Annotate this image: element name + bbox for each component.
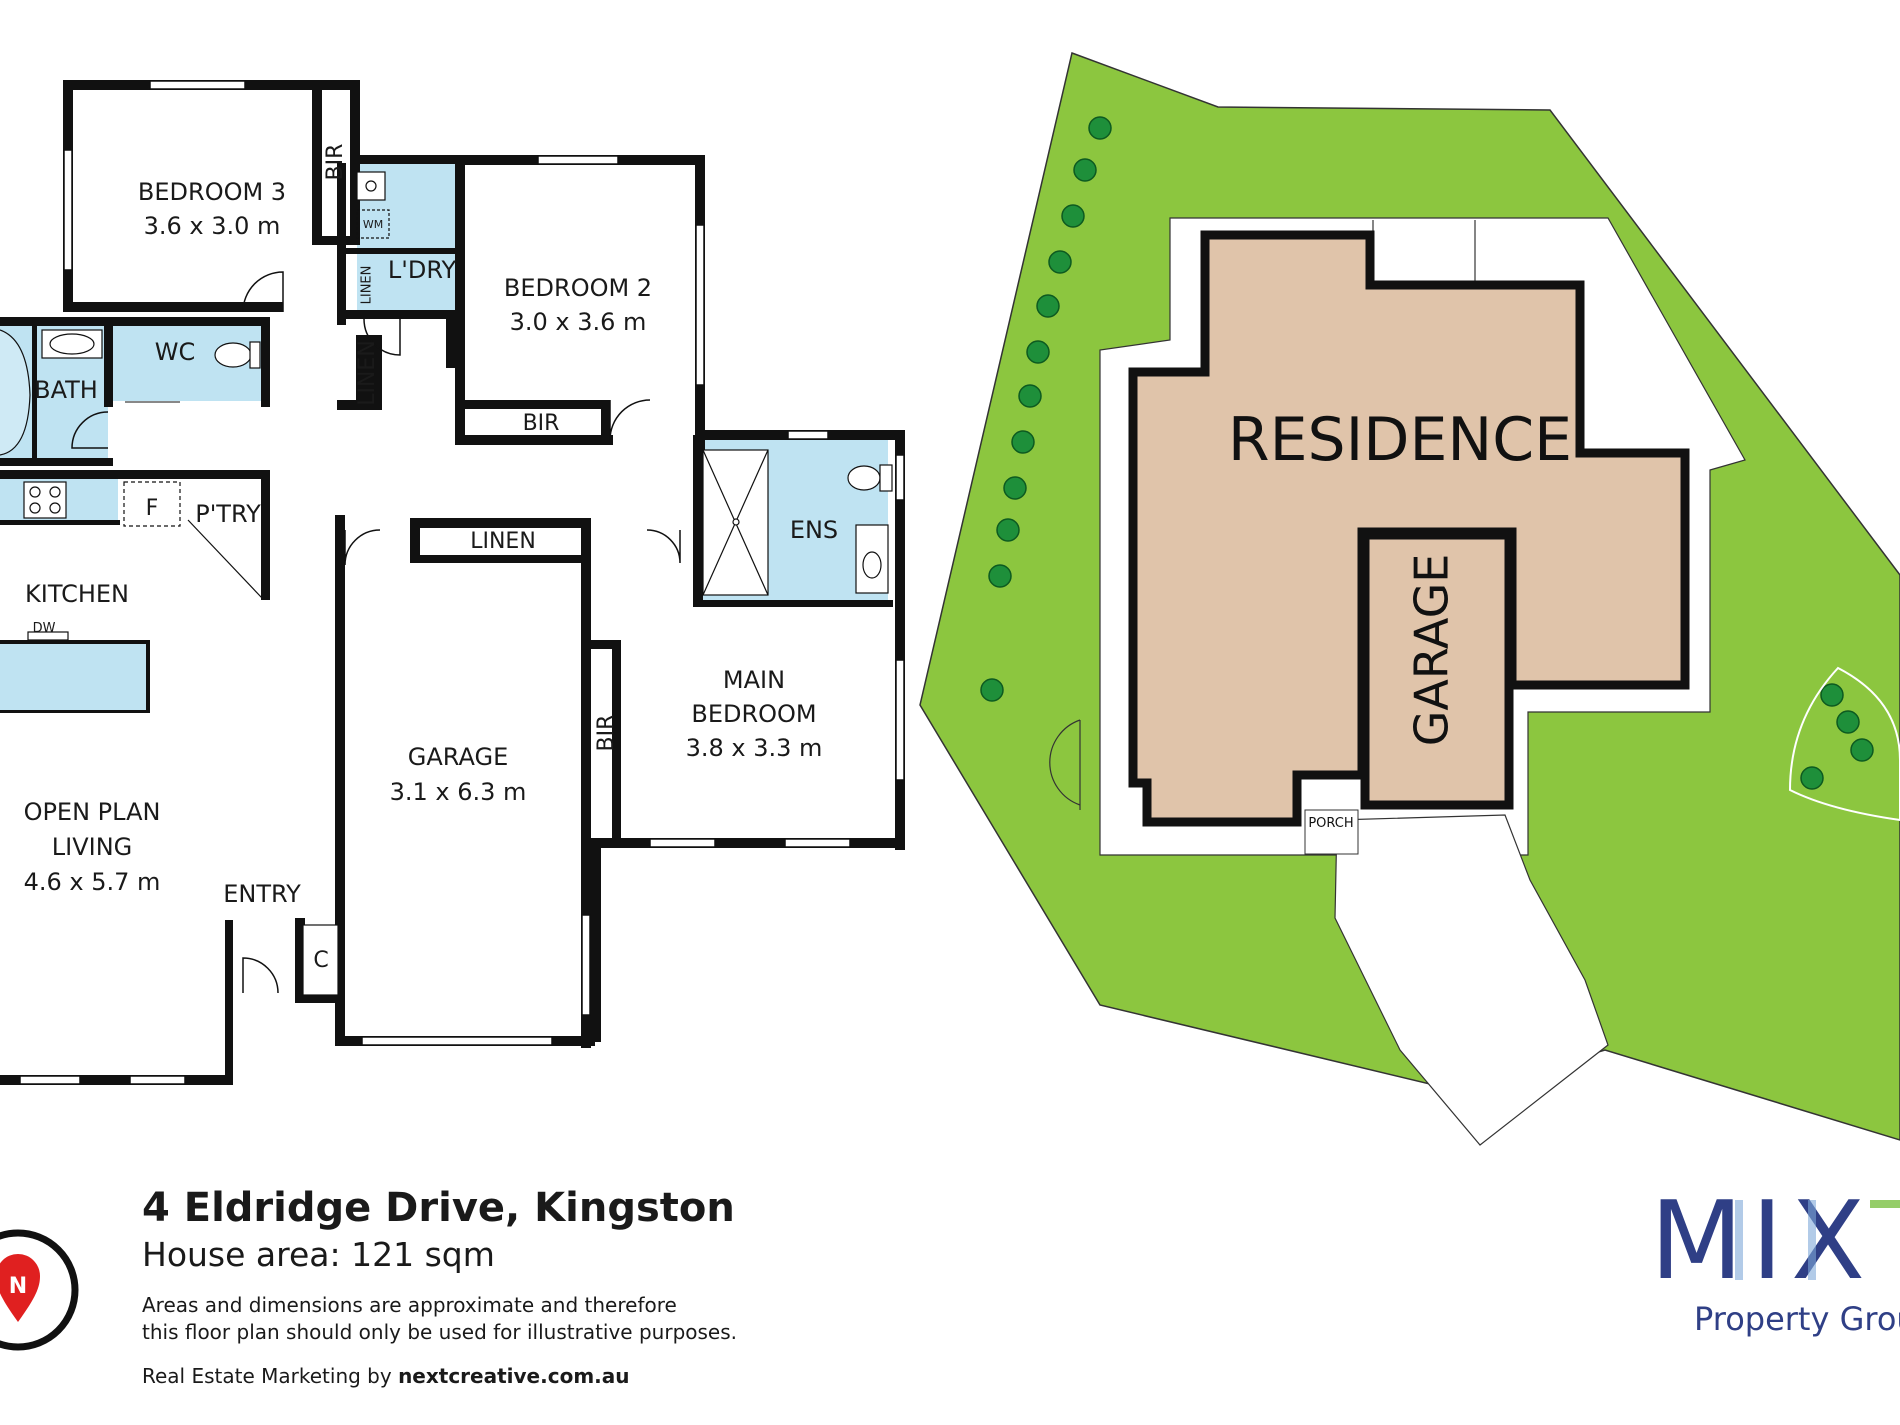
garage-building xyxy=(1360,530,1514,810)
house-area: House area: 121 sqm xyxy=(142,1235,495,1274)
north-pin-icon xyxy=(0,1254,40,1322)
garage-site-label: GARAGE xyxy=(1405,554,1459,747)
credit-site-link[interactable]: nextcreative.com.au xyxy=(398,1364,630,1388)
cupboard-label: C xyxy=(313,948,328,973)
property-info: 4 Eldridge Drive, Kingston House area: 1… xyxy=(142,1185,737,1388)
ensuite-label: ENS xyxy=(790,516,838,544)
laundry-label: L'DRY xyxy=(388,256,457,284)
pantry-label: P'TRY xyxy=(195,500,261,528)
residence-label: RESIDENCE xyxy=(1228,405,1572,475)
site-plan: RESIDENCE GARAGE PORCH xyxy=(919,52,1900,1146)
logo: MIX xyxy=(1650,1179,1900,1304)
bir-label-main-bedroom: BIR xyxy=(594,715,619,752)
garden-bed xyxy=(1788,666,1900,822)
living-name-line2: LIVING xyxy=(52,833,133,861)
floor-plan: BEDROOM 3 3.6 x 3.0 m BEDROOM 2 3.0 x 3.… xyxy=(0,80,905,1085)
dw-label: DW xyxy=(33,621,56,636)
bedroom3-name: BEDROOM 3 xyxy=(138,178,286,206)
bath-label: BATH xyxy=(34,376,98,404)
wc-label: WC xyxy=(155,338,196,366)
bedroom2-dims: 3.0 x 3.6 m xyxy=(510,308,647,336)
disclaimer-line2: this floor plan should only be used for … xyxy=(142,1320,737,1344)
garage-name: GARAGE xyxy=(408,743,508,771)
compass-north-label: N xyxy=(9,1274,27,1299)
linen-label-garage: LINEN xyxy=(470,529,536,554)
porch-label: PORCH xyxy=(1308,816,1353,831)
compass: N xyxy=(0,1229,79,1351)
linen-label-hall: LINEN xyxy=(355,340,380,406)
logo-mark: MIX xyxy=(1650,1179,1873,1304)
garage-dims: 3.1 x 6.3 m xyxy=(390,778,527,806)
living-dims: 4.6 x 5.7 m xyxy=(24,868,161,896)
fixtures xyxy=(0,171,893,996)
fridge-label: F xyxy=(146,496,159,521)
windows xyxy=(19,80,905,1085)
kitchen-label: KITCHEN xyxy=(25,580,129,608)
logo-subtitle: Property Group xyxy=(1694,1300,1900,1338)
living-name-line1: OPEN PLAN xyxy=(24,798,161,826)
main-bedroom-name-line1: MAIN xyxy=(723,666,785,694)
room-labels: BEDROOM 3 3.6 x 3.0 m BEDROOM 2 3.0 x 3.… xyxy=(24,178,839,908)
property-address: 4 Eldridge Drive, Kingston xyxy=(142,1185,735,1231)
main-bedroom-dims: 3.8 x 3.3 m xyxy=(686,734,823,762)
bir-label-bedroom3: BIR xyxy=(323,144,348,181)
credit-prefix: Real Estate Marketing by xyxy=(142,1364,399,1388)
main-bedroom-name-line2: BEDROOM xyxy=(691,700,816,728)
door-swings xyxy=(71,271,681,994)
disclaimer-line1: Areas and dimensions are approximate and… xyxy=(142,1293,677,1317)
bedroom2-name: BEDROOM 2 xyxy=(504,274,652,302)
linen-label-laundry: LINEN xyxy=(360,266,375,305)
fixture-labels: BIR BIR BIR LINEN LINEN LINEN WM F DW C xyxy=(33,144,619,973)
trees xyxy=(980,116,1874,790)
marketing-credit: Real Estate Marketing by nextcreative.co… xyxy=(142,1364,737,1388)
wm-label: WM xyxy=(363,218,383,231)
bedroom3-dims: 3.6 x 3.0 m xyxy=(144,212,281,240)
porch xyxy=(1304,809,1359,855)
entry-label: ENTRY xyxy=(223,880,301,908)
bir-label-bedroom2: BIR xyxy=(523,411,560,436)
